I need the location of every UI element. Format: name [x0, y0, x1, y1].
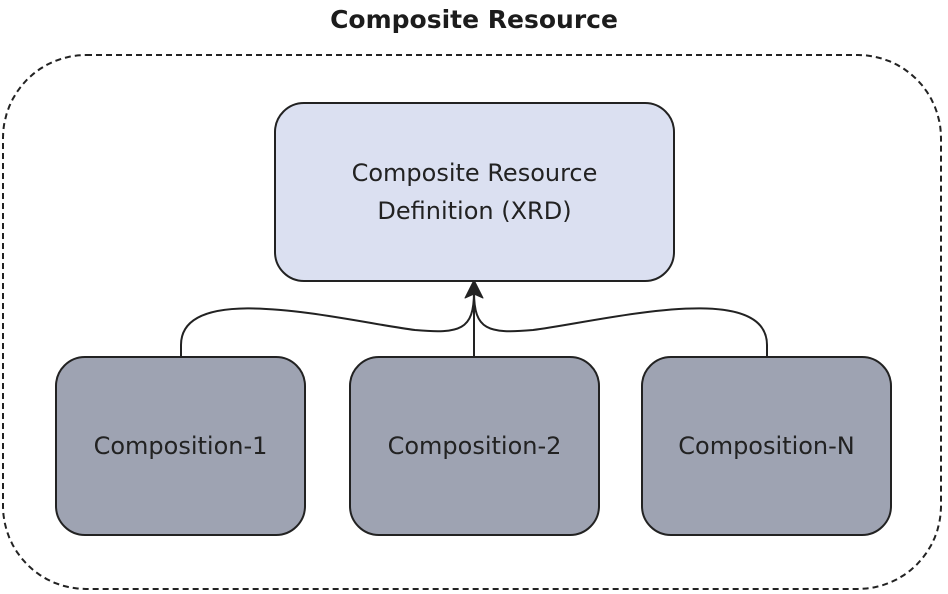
xrd-node[interactable]: Composite Resource Definition (XRD): [274, 102, 675, 282]
arrowhead-icon: [464, 279, 484, 299]
composition-1-node[interactable]: Composition-1: [55, 356, 306, 536]
composition-1-label: Composition-1: [93, 432, 268, 460]
xrd-node-label-line-2: Definition (XRD): [377, 197, 572, 225]
composition-n-label: Composition-N: [678, 432, 855, 460]
composite-resource-boundary: [2, 54, 942, 590]
edge-composition-n-to-xrd: [473, 291, 768, 356]
edge-composition-1-to-xrd: [180, 291, 475, 356]
xrd-node-label: Composite Resource Definition (XRD): [352, 154, 598, 230]
diagram-title: Composite Resource: [330, 5, 618, 34]
composition-n-node[interactable]: Composition-N: [641, 356, 892, 536]
xrd-node-label-line-1: Composite Resource: [351, 159, 598, 187]
composition-2-label: Composition-2: [387, 432, 562, 460]
composition-2-node[interactable]: Composition-2: [349, 356, 600, 536]
